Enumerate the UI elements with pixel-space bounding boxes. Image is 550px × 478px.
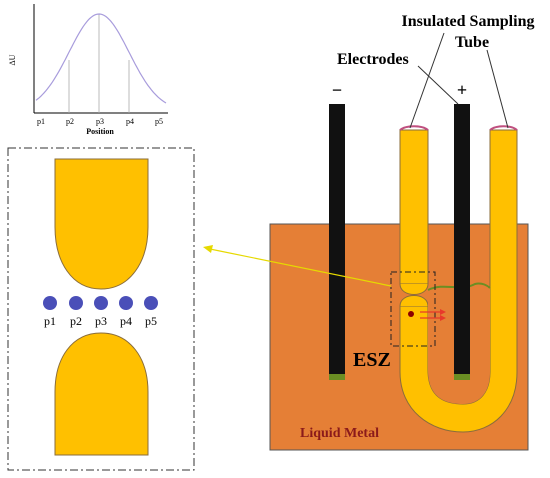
chart-series-curve [35,13,167,104]
electrodes-leader [417,65,459,105]
zoom-panel: p1 p2 p3 p4 p5 [7,147,195,471]
electrodes-label: Electrodes [337,51,409,68]
zoom-point-p1 [43,296,57,310]
zoom-point-p5 [144,296,158,310]
zoom-connector-line [209,248,392,287]
electrode-positive [454,104,470,378]
liquid-metal-label: Liquid Metal [300,426,379,441]
chart-tick-p2: p2 [66,117,74,126]
current-arrow-1-head [440,309,446,315]
zoom-point-p2 [69,296,83,310]
zoom-label-p5: p5 [145,314,157,328]
annotations: Insulated Sampling Tube Electrodes [337,13,535,129]
zoom-label-p2: p2 [70,314,82,328]
esz-point [408,311,414,317]
chart-tick-p5: p5 [155,117,163,126]
esz-box [390,271,436,347]
zoom-point-p4 [119,296,133,310]
electrodes: − + [329,80,470,380]
sampling-tube [399,125,518,433]
tube-label-line2: Tube [455,34,489,51]
esz-label: ESZ [353,349,391,371]
tube-left-upper [399,129,429,285]
electrode-positive-tip [454,374,470,380]
tube-metal-surface [427,282,491,291]
esz-region: ESZ [353,271,446,371]
electrode-minus-label: − [332,80,342,100]
zoom-connector-head [203,245,213,253]
zoom-tube-top [54,158,149,290]
chart-tick-p1: p1 [37,117,45,126]
tube-leader-right [486,49,509,129]
zoom-label-p1: p1 [44,314,56,328]
zoom-connector [203,245,392,287]
electrode-plus-label: + [457,80,467,100]
tube-right-rim [489,125,518,131]
electrode-negative-tip [329,374,345,380]
chart-x-label: Position [86,127,114,136]
chart-tick-p3: p3 [96,117,104,126]
position-chart: ΔU p1 p2 p3 p4 p5 Position [8,4,168,136]
zoom-tube-bottom [54,332,149,456]
zoom-label-p3: p3 [95,314,107,328]
tube-orifice-bottom [399,295,429,307]
chart-y-label: ΔU [8,54,17,65]
zoom-label-p4: p4 [120,314,132,328]
tube-label-line1: Insulated Sampling [402,13,535,30]
zoom-frame [7,147,195,471]
tube-left-rim [399,125,429,131]
zoom-point-p3 [94,296,108,310]
tube-orifice-top [399,283,429,295]
electrode-negative [329,104,345,378]
tube-leader-left [409,32,445,129]
current-arrow-2-head [440,315,446,321]
chart-tick-p4: p4 [126,117,134,126]
